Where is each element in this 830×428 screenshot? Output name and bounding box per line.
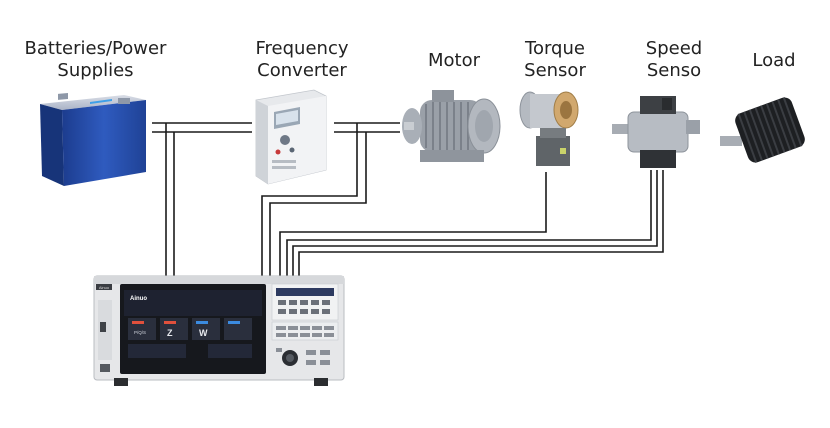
wire-converter-drop-1 xyxy=(261,123,358,276)
power-analyzer-image xyxy=(93,275,345,386)
wire-speed-signal-1 xyxy=(286,170,652,276)
motor-image xyxy=(402,90,501,162)
analyzer-tile-1: P/Q/S xyxy=(134,330,146,335)
torque-sensor-image xyxy=(519,91,579,166)
speed-sensor-image xyxy=(612,96,700,168)
analyzer-screen-brand: Ainuo xyxy=(130,296,147,302)
label-motor: Motor xyxy=(427,50,480,71)
load-image xyxy=(720,97,805,163)
analyzer-badge-text: Ainuo xyxy=(99,285,110,290)
label-torque-sensor: Torque Sensor xyxy=(524,38,586,81)
wiring xyxy=(152,122,664,276)
wire-speed-signal-3 xyxy=(298,170,664,276)
battery-image xyxy=(40,93,146,186)
wire-speed-signal-2 xyxy=(292,170,658,276)
wire-torque-signal xyxy=(279,172,547,276)
frequency-converter-image xyxy=(255,89,327,185)
wire-converter-drop-2 xyxy=(269,132,367,276)
label-load: Load xyxy=(752,50,796,71)
label-batteries: Batteries/Power Supplies xyxy=(24,38,167,81)
label-frequency-converter: Frequency Converter xyxy=(255,38,349,81)
analyzer-tile-3: W xyxy=(199,328,208,338)
analyzer-tile-2: Z xyxy=(167,328,173,338)
label-speed-sensor: Speed Senso xyxy=(645,38,703,81)
